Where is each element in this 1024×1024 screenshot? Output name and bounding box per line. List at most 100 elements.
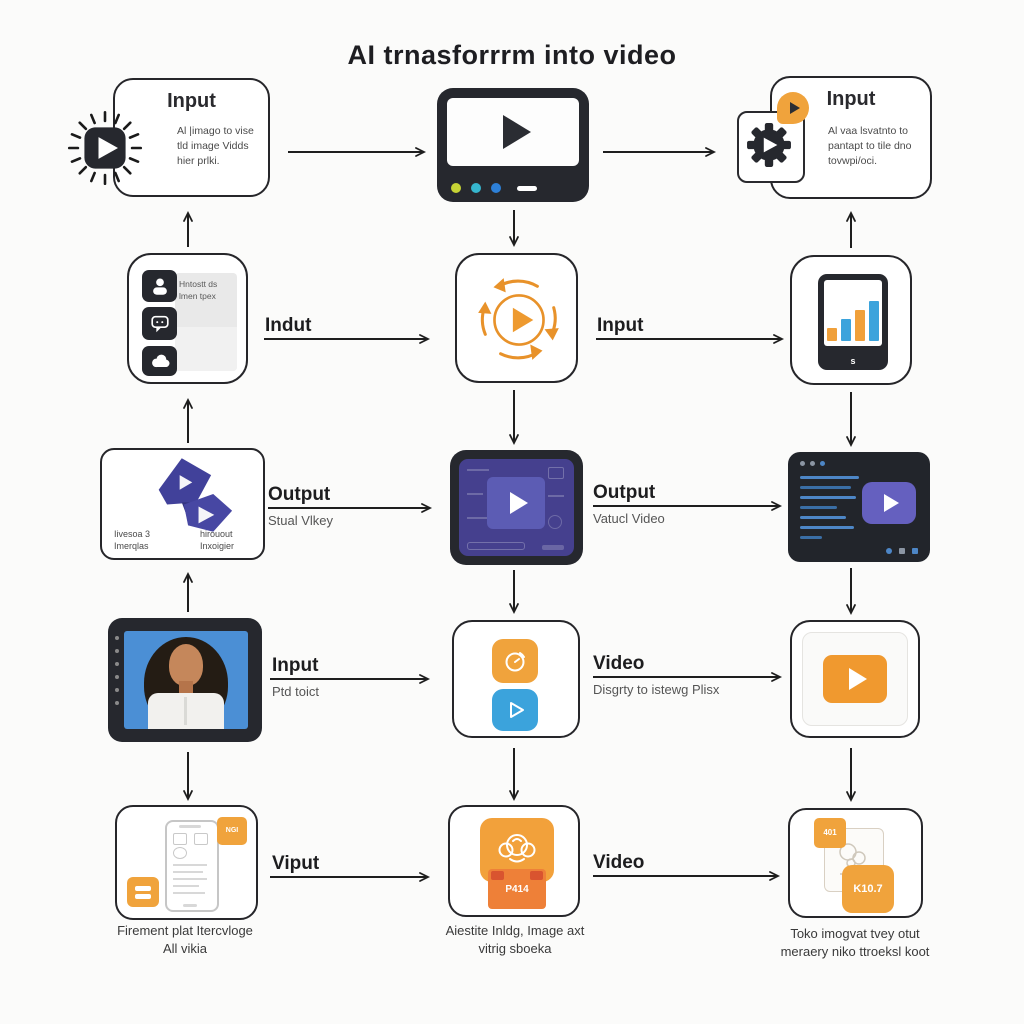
phone-badge: NGI (217, 817, 247, 845)
arrow-label-row3-left: Output (268, 484, 331, 505)
player-dot-green (451, 183, 461, 193)
code-lines (800, 476, 864, 546)
gear-icon (747, 123, 791, 167)
tablet-side-glyph (115, 636, 119, 640)
status-dot (886, 548, 892, 554)
status-dot (912, 548, 918, 554)
bar (855, 310, 865, 341)
bar (841, 319, 851, 341)
phone-card-caption-line: Firement plat Itercvloge (117, 923, 253, 938)
purple-caption-right-line: Inxoigier (200, 540, 235, 551)
cloud-printer-caption-line: Aiestite Inldg, Image axt (445, 923, 585, 938)
orange-play-button (823, 655, 887, 703)
tag-badge-large: K10.7 (842, 865, 894, 913)
node-video-player-top (437, 88, 589, 202)
cycle-play-icon (478, 278, 559, 360)
gear-box (737, 111, 805, 183)
play-app-icon (492, 689, 538, 731)
icon-stack-panel-line: lmen tpex (179, 291, 216, 302)
player-dot-blue (491, 183, 501, 193)
arrow-label-row4-left: Input (272, 655, 319, 676)
arrow-label-row5-left: Viput (272, 853, 320, 874)
icon-stack-panel-line: Hntostt ds (179, 279, 218, 289)
tablet-side-glyph (115, 701, 119, 705)
node-app-icons (452, 620, 580, 738)
printer-tray-label: P414 (505, 884, 529, 895)
phone-card-caption-line: All vikia (162, 941, 208, 957)
window-dot (820, 461, 825, 466)
play-icon (509, 492, 528, 514)
tag-badge-small: 401 (814, 818, 846, 848)
play-icon (503, 115, 531, 149)
arrow-label-row3-right: Output (593, 482, 656, 503)
node-photo-tablet (108, 618, 262, 742)
orange-tags-caption-line: Toko imogvat tvey otut (790, 926, 920, 941)
printer-tray: P414 (488, 869, 546, 909)
node-input-left-body-line: Al |imago to vise (177, 125, 254, 137)
tablet-dock-label: s (850, 356, 856, 366)
editor-play-panel (487, 477, 545, 529)
icon-stack-panel: Hntostt ds lmen tpex (175, 273, 237, 371)
orange-tags-caption-line: meraery niko ttroeksl koot (780, 944, 930, 960)
timer-app-icon (492, 639, 538, 683)
chat-icon (142, 307, 177, 340)
node-input-right-body-line: tovwpi/oci. (828, 155, 878, 168)
status-dot (899, 548, 905, 554)
arrow-label-row5-right: Video (593, 852, 645, 873)
purple-caption-right-line: hirouout (200, 528, 233, 539)
tablet-side-glyph (115, 649, 119, 653)
node-icon-stack: Hntostt ds lmen tpex (127, 253, 248, 384)
window-dot (810, 461, 815, 466)
cloud-printer-caption-line: vitrig sboeka (478, 941, 552, 957)
panel-lowlight (175, 327, 237, 371)
portrait-photo (124, 631, 248, 729)
player-dash (517, 185, 537, 191)
diagram-title: AI trnasforrrm into video (347, 40, 677, 70)
person-icon (142, 270, 177, 302)
chart-tablet-frame: s (818, 274, 888, 370)
node-cloud-printer: P414 (448, 805, 580, 917)
purple-caption-left-line: Iivesoa 3 (114, 528, 151, 539)
node-input-right-body-line: Al vaa lsvatnto to (828, 125, 908, 137)
inner-panel (802, 632, 908, 726)
arrow-label-row2-left: Indut (265, 315, 312, 336)
phone-icon-tile (173, 847, 187, 859)
play-icon (883, 494, 899, 512)
node-orange-tags: 401 K10.7 (788, 808, 923, 918)
phone-icon-tile (194, 833, 208, 845)
node-input-right-body-line: pantapt to tile dno (828, 140, 912, 153)
wallet-icon (127, 877, 159, 907)
editor-screen (459, 459, 574, 556)
portrait-neck (179, 681, 193, 695)
arrow-label-row2-right: Input (597, 315, 644, 336)
node-input-left-body-line: tld image Vidds (177, 140, 249, 153)
play-icon (848, 668, 867, 690)
arrow-sublabel-row4-left: Ptd toict (272, 684, 319, 699)
node-chart-tablet: s (790, 255, 912, 385)
purple-video-shapes-icon (158, 458, 233, 532)
brain-cloud-icon (498, 834, 536, 863)
arrow-sublabel-row3-right: Vatucl Video (593, 511, 665, 526)
arrow-label-row4-right: Video (593, 653, 645, 674)
node-cycle (455, 253, 578, 383)
player-dot-teal (471, 183, 481, 193)
phone-mockup (165, 820, 219, 912)
window-dot (800, 461, 805, 466)
player-screen (447, 98, 579, 166)
phone-icon-tile (173, 833, 187, 845)
node-input-left-title: Input (167, 90, 216, 112)
node-input-left-body-line: hier prlki. (177, 155, 220, 168)
play-badge-icon (777, 92, 809, 124)
burst-play-icon (67, 110, 143, 186)
node-input-right-title: Input (826, 88, 876, 110)
tablet-side-glyph (115, 675, 119, 679)
bar (869, 301, 879, 341)
arrow-sublabel-row4-right: Disgrty to istewg Plisx (593, 682, 720, 697)
portrait-face (169, 644, 203, 686)
bar (827, 328, 837, 341)
node-video-editor (450, 450, 583, 565)
node-phone-card: NGI (115, 805, 258, 920)
cloud-icon (142, 346, 177, 376)
tablet-side-glyph (115, 688, 119, 692)
